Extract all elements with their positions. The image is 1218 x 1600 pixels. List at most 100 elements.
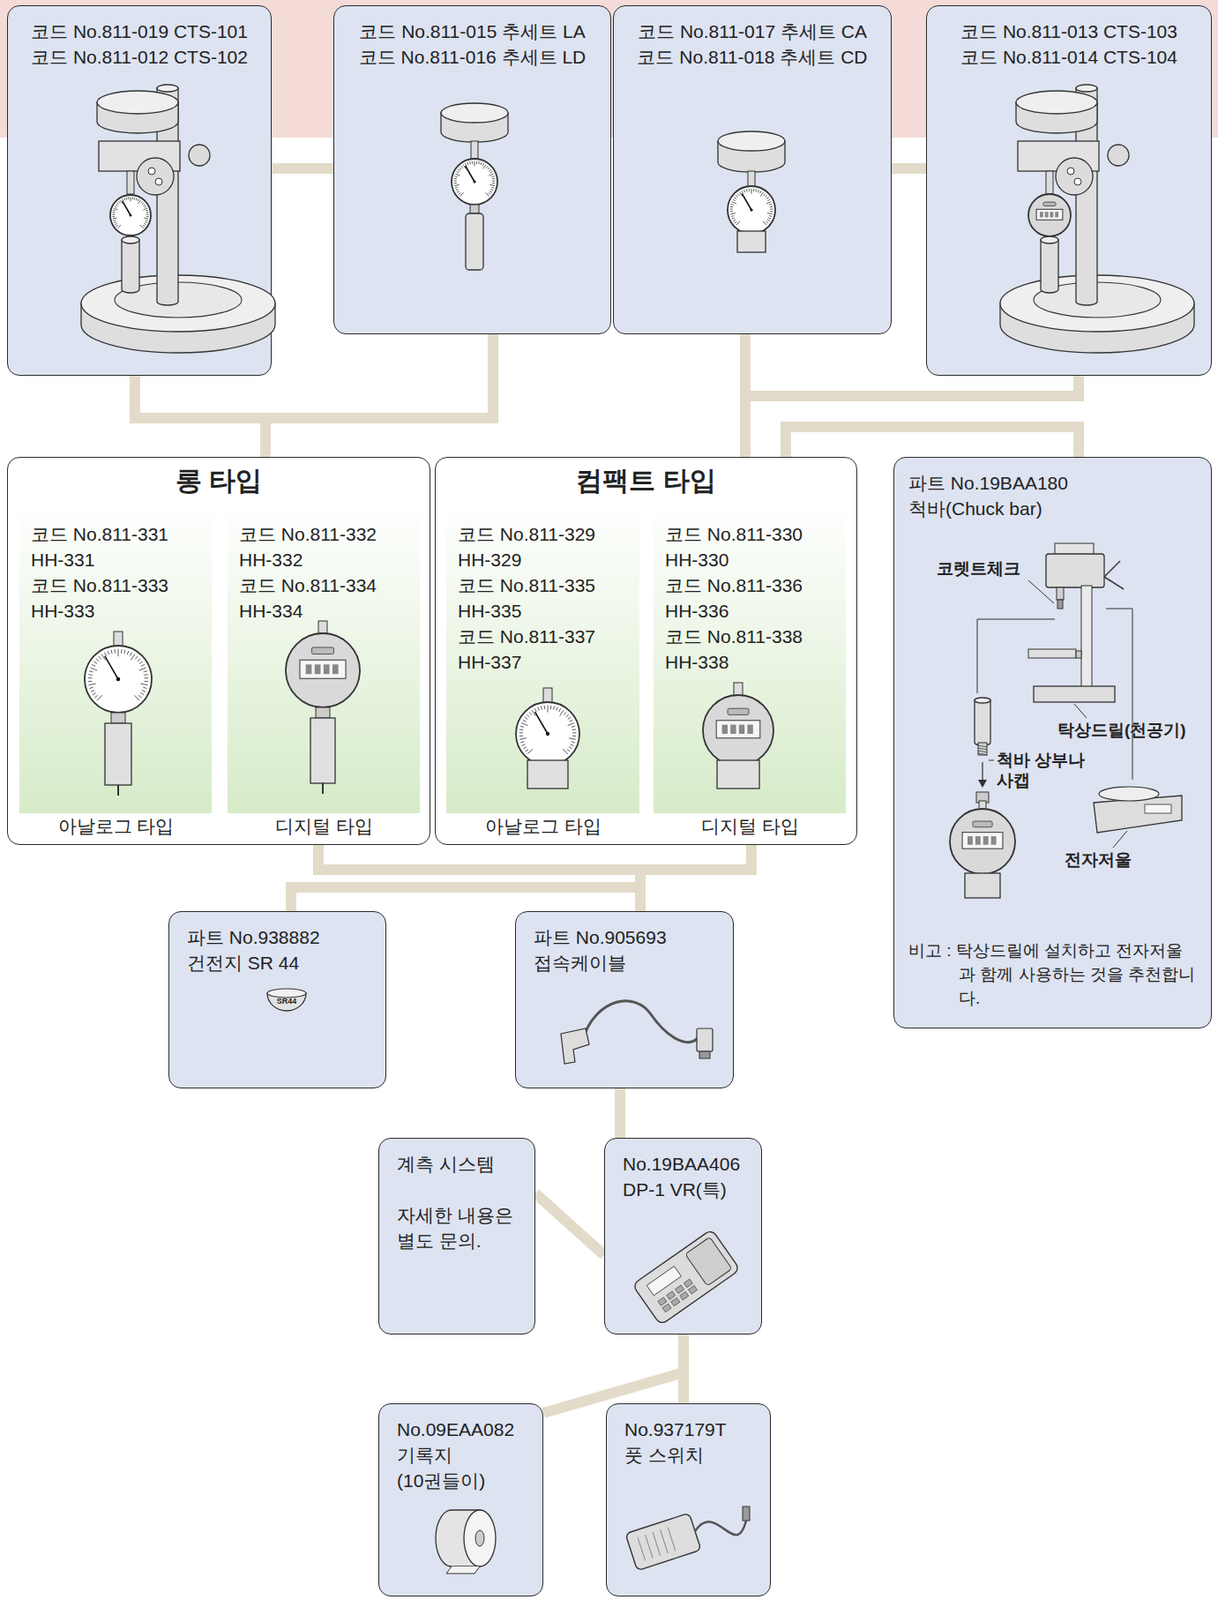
dial-tick [459,193,464,197]
product-box: 계측 시스템자세한 내용은 별도 문의. [378,1137,536,1335]
dial-tick [88,683,96,686]
display-segment [1039,211,1044,217]
dial-tick [763,194,766,196]
dial-tick [471,161,473,165]
gauge-handle [310,717,336,784]
node-text: HH-338 [665,649,729,675]
display-segment [1049,211,1054,217]
model-panel: 코드 No.811-330HH-330코드 No.811-336HH-336코드… [653,501,846,839]
product-box: 코드 No.811-013 CTS-103코드 No.811-014 CTS-1… [926,5,1212,376]
dial-tick [113,208,119,210]
printer-display [646,1266,681,1296]
dial-tick [144,677,150,679]
gauge-stem [543,687,553,704]
dial-tick [457,169,461,172]
gauge-stem [978,800,987,810]
dial-tick [538,707,539,711]
press-lever [1104,560,1121,577]
dial-tick [730,210,733,212]
gauge-anvil [121,236,140,244]
dial-tick [459,167,462,170]
node-text: 풋 스위치 [624,1442,704,1468]
leader-line [1074,703,1087,718]
dial-tick [567,748,570,752]
node-text: 디지털 타입 [701,813,800,839]
press-head [1046,553,1105,588]
pedal-rib [652,1531,661,1556]
dial-tick [93,661,98,665]
connector-line [678,1334,689,1404]
dial-tick [143,217,149,220]
dial-tick [760,190,762,194]
pedal-rib [637,1537,646,1562]
node-text: No.937179T [624,1416,727,1443]
printer-key [657,1297,667,1307]
dial-tick [762,221,767,225]
dial-needle [122,201,131,216]
dial-tick [144,206,147,208]
dial-tick [489,191,493,194]
dial-tick [97,694,103,701]
gauge-tip [117,784,120,796]
gauge-stem [470,141,479,159]
dial-tick [485,193,490,197]
node-text: No.19BAA406 [622,1150,740,1177]
dial-hub [472,179,476,183]
dial-tick [454,178,457,180]
node-text: 코드 No.811-336 [665,572,803,598]
dial-tick [469,161,471,165]
dial-tick [732,199,736,202]
dial-tick [88,680,93,682]
model-panel: 코드 No.811-331HH-331코드 No.811-333HH-333아날… [19,501,212,839]
dial-tick [143,223,146,225]
dial-tick [523,747,527,749]
dial-tick [489,184,495,186]
dial-tick [751,188,753,195]
connector-line [291,838,641,912]
dial-tick [146,216,150,217]
dial-tick [519,735,524,737]
node-text: 코드 No.811-337 [457,623,596,650]
dial-tick [144,222,148,224]
gauge-base [717,760,760,789]
dial-tick [96,658,99,662]
press-spindle [1056,587,1064,600]
node-text: 자세한 내용은 별도 문의. [396,1202,524,1254]
dial-tick [732,219,736,222]
connector-line [891,163,927,174]
dial-tick [544,705,546,710]
dial-tick [112,214,115,216]
node-text: 코드 No.811-019 CTS-101 [30,18,248,45]
group-box: 컴팩트 타입코드 No.811-329HH-329코드 No.811-335HH… [434,456,858,845]
dial-tick [112,216,115,217]
dial-tick [566,714,569,718]
node-text: HH-329 [457,546,522,573]
press-base [1033,686,1115,703]
connector-line [640,838,752,912]
weight-disc [440,112,509,142]
gauge-neck [111,712,126,724]
node-text: DP-1 VR(특) [622,1176,727,1203]
digital-body [949,808,1016,875]
dial-tick [760,192,763,197]
node-text: 접속케이블 [533,949,627,976]
dial-tick [142,687,147,688]
node-text: 기록지 [396,1442,453,1468]
node-text: HH-332 [239,546,303,573]
dial-tick [741,190,743,194]
dial-tick [483,164,486,170]
dial-tick [464,163,466,166]
dial-tick [526,714,530,718]
dial-tick [458,193,461,195]
dial-tick [523,719,527,722]
gauge-stem [733,682,743,697]
paper-roll-body [435,1509,480,1567]
dial-tick [768,217,771,219]
product-box: 파트 No.905693접속케이블 [515,911,734,1089]
dial-tick [737,194,740,196]
dial-tick [492,182,495,184]
display-segment [306,664,313,674]
cable-connector-tip [699,1051,710,1059]
stand-weight [1016,90,1098,114]
pedal-rib [645,1534,654,1559]
